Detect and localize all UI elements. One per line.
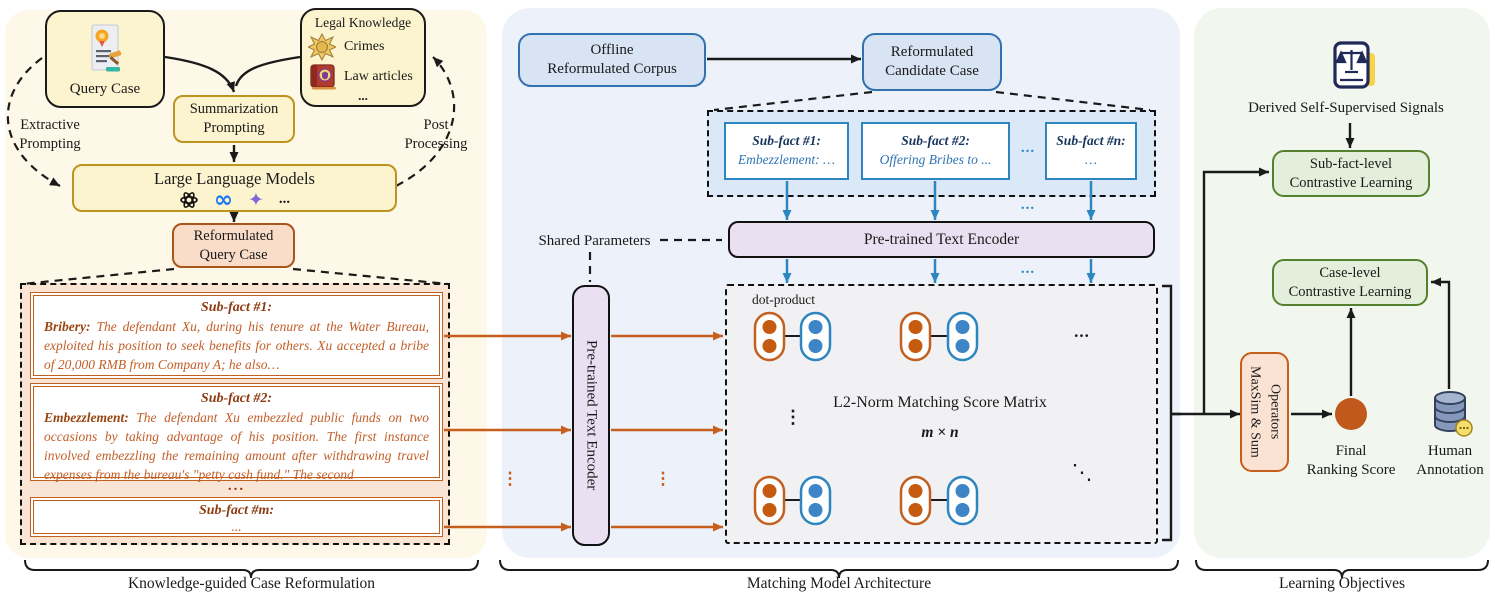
human-annotation-db-icon xyxy=(1434,391,1473,437)
subfact-contrastive-box: Sub-fact-level Contrastive Learning xyxy=(1272,150,1430,197)
candidate-arrow-hdots-2: ... xyxy=(1020,261,1036,277)
law-book-icon xyxy=(310,64,336,90)
final-ranking-score-label: Final Ranking Score xyxy=(1306,443,1396,478)
query-subfact-2-body: Embezzlement: The defendant Xu embezzled… xyxy=(44,410,430,482)
meta-logo-icon: ∞ xyxy=(213,186,233,213)
legal-knowledge-item-crimes: Crimes xyxy=(344,39,385,54)
candidate-subfact-1: Sub-fact #1: Embezzlement: … xyxy=(724,122,849,180)
dot-product-label: dot-product xyxy=(752,292,815,307)
candidate-subfact-n: Sub-fact #n: … xyxy=(1045,122,1137,180)
matrix-hdots: ... xyxy=(1074,322,1090,341)
legal-knowledge-more: ... xyxy=(358,88,368,103)
query-subfact-1: Sub-fact #1: Bribery: The defendant Xu, … xyxy=(30,292,443,379)
query-subfact-1-body: Bribery: The defendant Xu, during his te… xyxy=(44,319,429,372)
matrix-ddots: ⋱ xyxy=(1071,460,1093,484)
legal-knowledge-title: Legal Knowledge xyxy=(314,15,412,30)
encoded-subfact-vdots: ⋮ xyxy=(654,469,672,488)
candidate-subfact-2: Sub-fact #2: Offering Bribes to ... xyxy=(861,122,1010,180)
query-subfact-m-body: ... xyxy=(231,519,242,534)
matrix-dimension: m × n xyxy=(921,424,959,441)
candidate-subfact-hdots: ... xyxy=(1020,140,1036,156)
query-subfact-m: Sub-fact #m: ... xyxy=(30,497,443,537)
query-case-box: Query Case xyxy=(45,10,165,108)
text-encoder-top-box: Pre-trained Text Encoder xyxy=(728,221,1155,258)
summarization-prompting-box: Summarization Prompting xyxy=(173,95,295,143)
text-encoder-left-box: Pre-trained Text Encoder xyxy=(572,285,610,546)
query-subfact-gap-dots: ... xyxy=(227,478,246,494)
query-case-label: Query Case xyxy=(69,81,141,97)
query-subfact-1-title: Sub-fact #1: xyxy=(200,300,273,315)
brace-label-reformulation: Knowledge-guided Case Reformulation xyxy=(127,575,376,592)
final-score-dot xyxy=(1335,398,1367,430)
legal-knowledge-box: Legal Knowledge Crimes Law articles ... xyxy=(300,8,426,107)
openai-logo-icon xyxy=(180,191,198,208)
brace-label-matching: Matching Model Architecture xyxy=(746,575,932,592)
post-processing-label: Post Processing xyxy=(404,117,468,152)
llm-more: ... xyxy=(278,191,291,207)
matrix-vdots: ⋮ xyxy=(784,407,802,427)
offline-corpus-box: Offline Reformulated Corpus xyxy=(518,33,706,87)
maxsim-line1: MaxSim & Sum xyxy=(1247,366,1263,458)
derived-signals-label: Derived Self-Supervised Signals xyxy=(1248,100,1444,116)
llm-title: Large Language Models xyxy=(154,169,315,188)
reformulated-candidate-box: Reformulated Candidate Case xyxy=(862,33,1002,91)
summarization-line1: Summarization xyxy=(189,101,279,117)
summarization-line2: Prompting xyxy=(203,120,265,136)
maxsim-sum-box: MaxSim & Sum Operators xyxy=(1240,352,1289,472)
query-subfact-2: Sub-fact #2: Embezzlement: The defendant… xyxy=(30,383,443,482)
candidate-arrow-hdots-1: ... xyxy=(1020,197,1036,213)
matrix-title: L2-Norm Matching Score Matrix xyxy=(833,394,1047,411)
case-contrastive-box: Case-level Contrastive Learning xyxy=(1272,259,1428,306)
brace-label-objectives: Learning Objectives xyxy=(1278,575,1406,592)
legal-document-icon xyxy=(91,24,122,72)
legal-knowledge-item-law-articles: Law articles xyxy=(344,69,413,84)
llm-logo-icon: ✦ xyxy=(248,188,264,211)
query-subfact-m-title: Sub-fact #m: xyxy=(198,503,275,518)
extractive-prompting-label: Extractive Prompting xyxy=(19,117,81,152)
human-annotation-label: Human Annotation xyxy=(1416,443,1484,478)
query-subfact-vdots: ⋮ xyxy=(501,469,519,488)
reformulated-query-case-box: Reformulated Query Case xyxy=(172,223,295,268)
llm-box: Large Language Models ∞ ✦ ... xyxy=(72,164,397,212)
query-subfact-2-title: Sub-fact #2: xyxy=(200,391,273,406)
shared-parameters-label: Shared Parameters xyxy=(538,233,651,249)
sheriff-star-icon xyxy=(308,33,336,61)
self-supervised-signals-icon xyxy=(1333,41,1375,89)
maxsim-line2: Operators xyxy=(1267,384,1283,440)
